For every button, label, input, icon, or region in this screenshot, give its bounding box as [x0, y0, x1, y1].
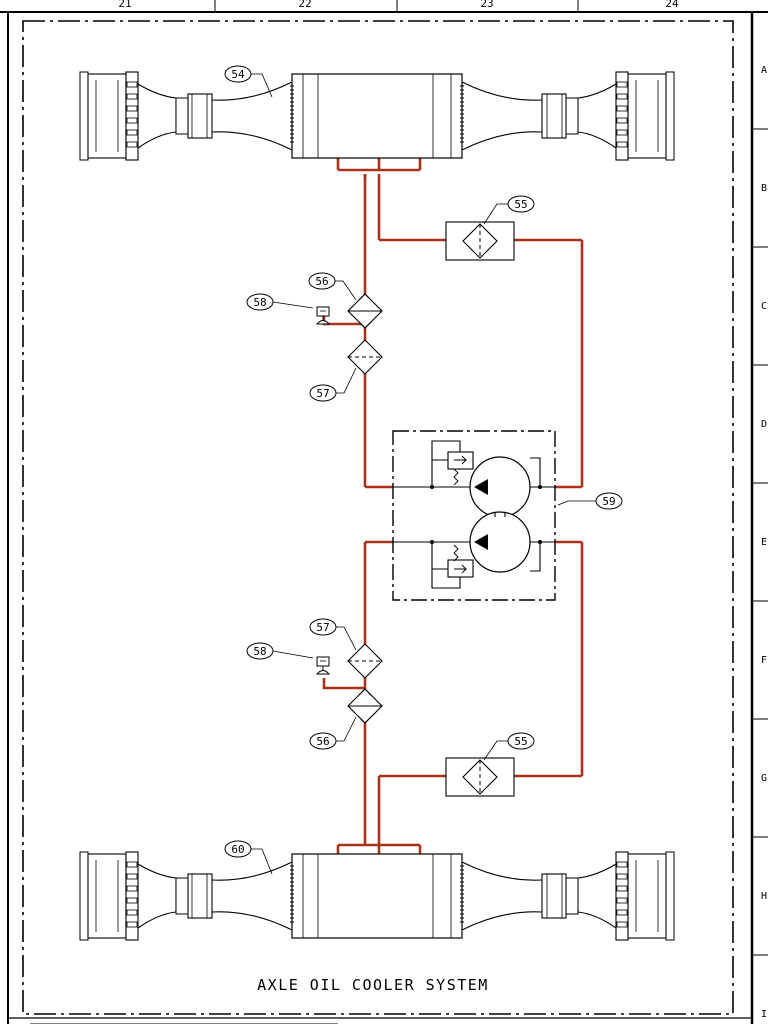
svg-text:58: 58: [253, 296, 266, 309]
filter-lower: [347, 688, 383, 724]
oil-cooler-upper: [445, 221, 515, 261]
zone-row-label: H: [761, 891, 767, 902]
callout-filter-upper: 56: [308, 272, 357, 301]
zone-row-label: C: [761, 301, 767, 312]
callout-strainer-upper: 57: [309, 367, 357, 402]
svg-text:60: 60: [231, 843, 244, 856]
diagram-title: AXLE OIL COOLER SYSTEM: [257, 976, 489, 994]
svg-text:55: 55: [514, 735, 527, 748]
callouts: 54 55 56 58 57 59 57: [224, 65, 623, 875]
zone-row-label: A: [761, 65, 767, 76]
pump-unit: [392, 430, 556, 601]
callout-front-axle: 54: [224, 65, 273, 98]
zone-column-labels: 21 22 23 24: [118, 0, 679, 10]
svg-text:56: 56: [316, 735, 329, 748]
callout-filter-lower: 56: [309, 716, 357, 750]
system-boundary: [22, 20, 734, 1015]
zone-row-label: F: [761, 655, 767, 666]
front-axle: [79, 71, 675, 161]
zone-row-label: G: [761, 773, 767, 784]
svg-text:59: 59: [602, 495, 615, 508]
strainer-lower: [347, 643, 383, 679]
zone-column-label: 22: [298, 0, 311, 10]
callout-strainer-lower: 57: [309, 618, 357, 651]
zone-column-label: 24: [665, 0, 679, 10]
relief-valve-lower: [447, 559, 474, 578]
svg-text:55: 55: [514, 198, 527, 211]
svg-text:57: 57: [316, 621, 329, 634]
sensor-lower: [315, 656, 331, 675]
zone-row-label: D: [761, 419, 767, 430]
rear-axle: [79, 851, 675, 941]
zone-row-label: I: [761, 1009, 767, 1020]
relief-valve-upper: [447, 451, 474, 470]
callout-cooler-upper: 55: [483, 195, 535, 225]
callout-pump-unit: 59: [557, 492, 623, 510]
zone-column-label: 21: [118, 0, 131, 10]
callout-cooler-lower: 55: [483, 732, 535, 761]
pump-lower: [469, 511, 531, 573]
svg-text:56: 56: [315, 275, 328, 288]
hydraulic-lines: [322, 155, 584, 860]
svg-text:54: 54: [231, 68, 245, 81]
zone-row-ticks: [752, 128, 768, 956]
callout-rear-axle: 60: [224, 840, 273, 875]
callout-sensor-lower: 58: [246, 642, 314, 660]
callout-sensor-upper: 58: [246, 293, 314, 311]
zone-row-labels: A B C D E F G H I: [761, 65, 767, 1020]
zone-row-label: E: [761, 537, 767, 548]
strainer-upper: [347, 339, 383, 375]
oil-cooler-lower: [445, 757, 515, 797]
zone-row-label: B: [761, 183, 767, 194]
svg-text:57: 57: [316, 387, 329, 400]
svg-text:58: 58: [253, 645, 266, 658]
sensor-upper: [315, 306, 331, 325]
zone-column-label: 23: [480, 0, 493, 10]
